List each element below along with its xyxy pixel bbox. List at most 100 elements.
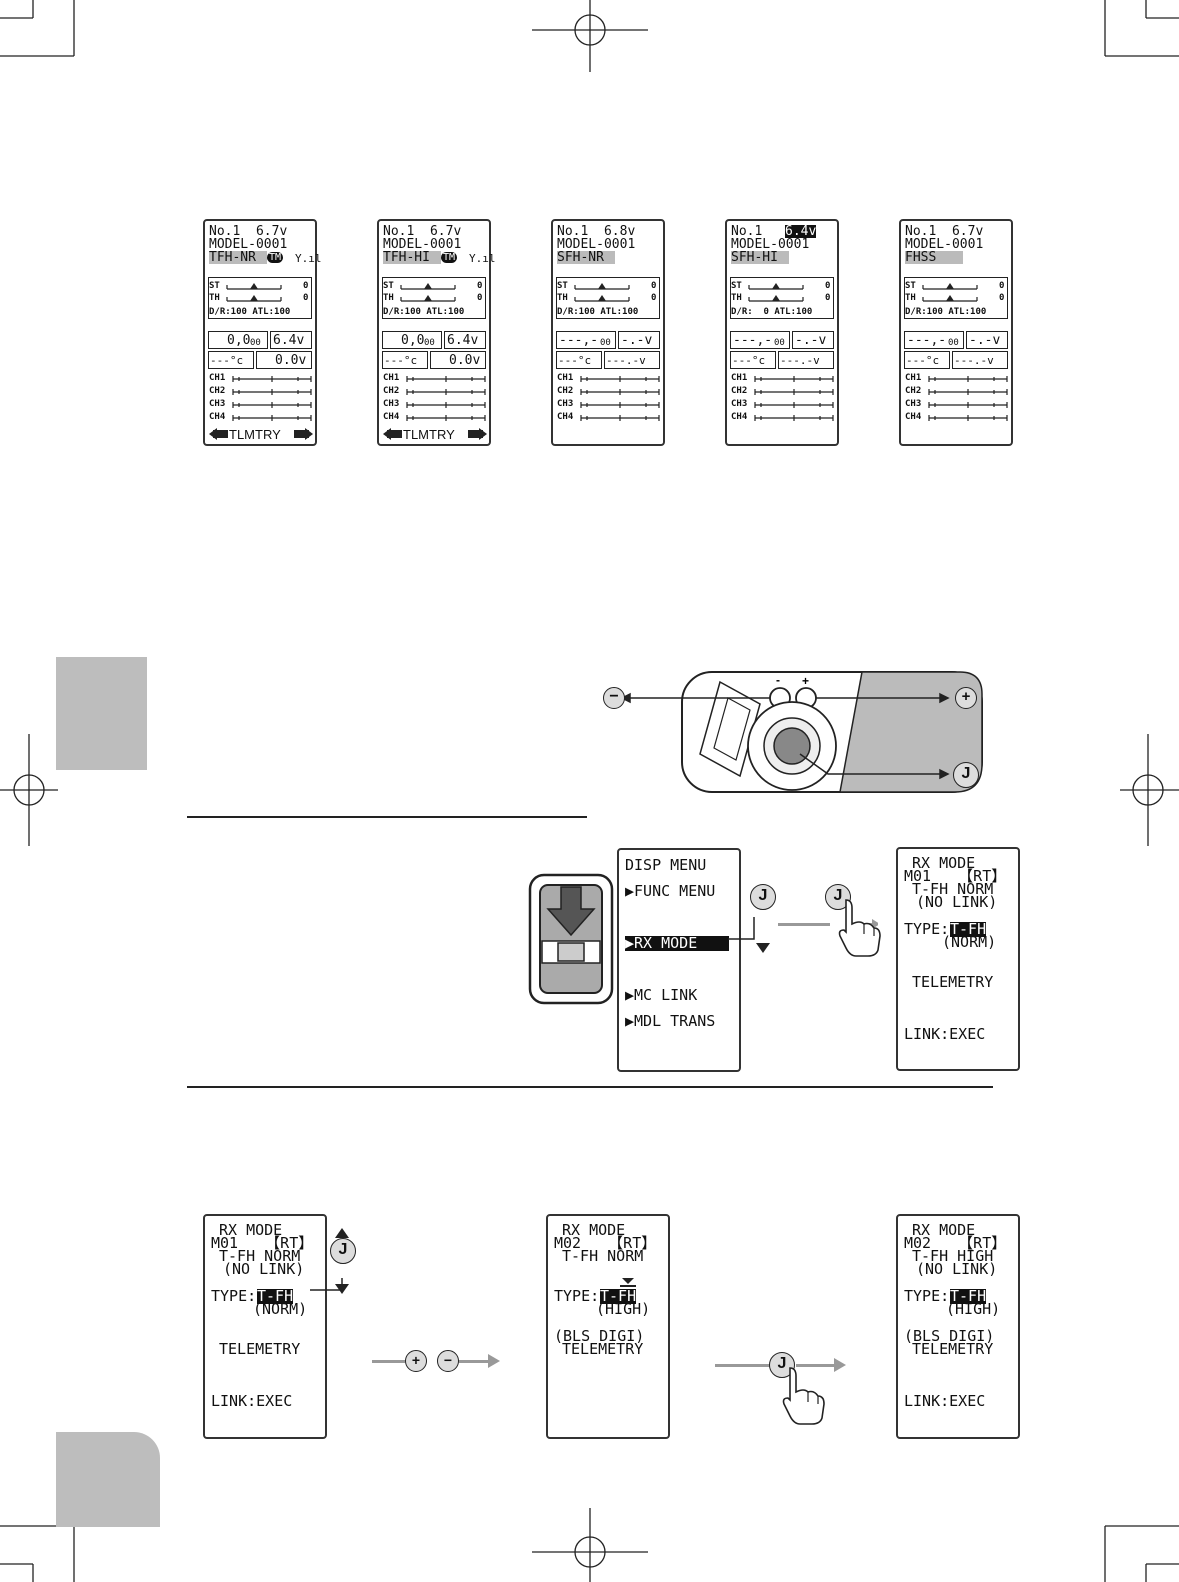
rx-title: RX MODE bbox=[219, 1221, 283, 1239]
menu-item-mc-link[interactable]: ▶MC LINK bbox=[625, 986, 698, 1004]
rx-voltage: 6.4v bbox=[447, 333, 479, 348]
arrow-line-plusminus bbox=[372, 1360, 405, 1363]
steering-label: ST bbox=[731, 281, 742, 291]
joystick-icon bbox=[773, 727, 811, 765]
rx-link-status: (NO LINK) bbox=[223, 1260, 305, 1278]
rx-type-sub: (HIGH) bbox=[946, 1300, 1001, 1318]
menu-item-mdl-trans[interactable]: ▶MDL TRANS bbox=[625, 1012, 716, 1030]
registration-mark-left bbox=[0, 734, 58, 846]
rx-link-status: (NO LINK) bbox=[916, 893, 998, 911]
channel-label: CH3 bbox=[383, 399, 400, 409]
model-number-voltage: No.1 6.8v bbox=[557, 224, 636, 239]
rx-mode-screen-1: RX MODE M01 【RT】 T-FH NORM (NO LINK) TYP… bbox=[896, 847, 1020, 1071]
arrow-left-icon[interactable] bbox=[383, 428, 403, 440]
rx-type-value[interactable]: T-FH bbox=[950, 920, 987, 938]
channel-label: CH1 bbox=[557, 373, 574, 383]
throttle-value: 0 bbox=[825, 293, 831, 303]
plus-icon: + bbox=[405, 1350, 427, 1372]
rx-type: TFH-HI bbox=[383, 251, 441, 264]
rx-link-status: (NO LINK) bbox=[916, 1260, 998, 1278]
dual-rate: D/R:100 ATL:100 bbox=[557, 307, 639, 317]
antenna-icon: Y.ıl bbox=[469, 252, 496, 265]
rpm-value: 0,0 bbox=[227, 333, 251, 348]
channel-label: CH1 bbox=[383, 373, 400, 383]
rx-title: RX MODE bbox=[562, 1221, 626, 1239]
rx-model: M02 【RT】 bbox=[904, 1234, 1007, 1252]
hand-press-icon bbox=[838, 899, 881, 957]
channel-label: CH2 bbox=[557, 386, 574, 396]
arrow-left-icon[interactable] bbox=[209, 428, 229, 440]
divider-2 bbox=[187, 1086, 993, 1088]
steering-label: ST bbox=[557, 281, 568, 291]
rx-type: TFH-NR bbox=[209, 251, 267, 264]
rx-type-label: TYPE: bbox=[211, 1287, 257, 1305]
throttle-label: TH bbox=[383, 293, 394, 303]
svg-text:-: - bbox=[776, 673, 780, 687]
rx-type-sub: (HIGH) bbox=[596, 1300, 651, 1318]
push-button-icon bbox=[528, 873, 614, 1005]
rx-link-exec[interactable]: LINK:EXEC bbox=[904, 1392, 986, 1410]
rx-type: SFH-NR bbox=[557, 251, 615, 264]
rx-voltage: 6.4v bbox=[273, 333, 305, 348]
rx-telemetry[interactable]: TELEMETRY bbox=[912, 973, 994, 991]
rx-mode-screen-b2: RX MODE M02 【RT】 T-FH NORM TYPE: T-FH (H… bbox=[546, 1214, 670, 1439]
rx-type: FHSS bbox=[905, 251, 963, 264]
divider-1 bbox=[187, 816, 587, 818]
rx-type-value[interactable]: T-FH bbox=[600, 1287, 637, 1305]
model-name: MODEL-0001 bbox=[731, 237, 810, 252]
hand-press-icon-b bbox=[782, 1367, 825, 1425]
arrow-right-icon[interactable] bbox=[293, 428, 313, 440]
rx-type-value[interactable]: T-FH bbox=[950, 1287, 987, 1305]
throttle-label: TH bbox=[209, 293, 220, 303]
rx-link-exec[interactable]: LINK:EXEC bbox=[211, 1392, 293, 1410]
rx-title: RX MODE bbox=[912, 854, 976, 872]
page-tab bbox=[56, 1432, 160, 1527]
steering-label: ST bbox=[383, 281, 394, 291]
rx-model: M01 【RT】 bbox=[904, 867, 1007, 885]
rx-telemetry[interactable]: TELEMETRY bbox=[912, 1340, 994, 1358]
menu-item-rx-mode[interactable]: ▶RX MODE bbox=[625, 936, 729, 951]
rx-type-value[interactable]: T-FH bbox=[257, 1287, 294, 1305]
temperature: ---°c bbox=[732, 354, 766, 367]
dual-rate: D/R:100 ATL:100 bbox=[383, 307, 465, 317]
channel-label: CH3 bbox=[557, 399, 574, 409]
rx-model: M02 【RT】 bbox=[554, 1234, 657, 1252]
trim-bars bbox=[922, 283, 978, 302]
steering-label: ST bbox=[209, 281, 220, 291]
ext-voltage: 0.0v bbox=[275, 353, 307, 368]
rx-mode-screen-b3: RX MODE M02 【RT】 T-FH HIGH (NO LINK) TYP… bbox=[896, 1214, 1020, 1439]
channel-label: CH4 bbox=[209, 412, 226, 422]
rx-type-sub: (NORM) bbox=[942, 933, 997, 951]
rx-telemetry[interactable]: TELEMETRY bbox=[219, 1340, 301, 1358]
rx-link-exec[interactable]: LINK:EXEC bbox=[904, 1025, 986, 1043]
throttle-value: 0 bbox=[651, 293, 657, 303]
rpm-value: ---,- bbox=[907, 333, 947, 348]
channel-bars bbox=[406, 376, 486, 421]
steering-value: 0 bbox=[303, 281, 309, 291]
antenna-icon: Y.ıl bbox=[295, 252, 322, 265]
temperature: ---°c bbox=[558, 354, 592, 367]
rx-current: T-FH NORM bbox=[219, 1247, 301, 1265]
ext-voltage: ---.-v bbox=[780, 354, 820, 367]
model-name: MODEL-0001 bbox=[905, 237, 984, 252]
rx-telemetry[interactable]: TELEMETRY bbox=[562, 1340, 644, 1358]
model-number-voltage: No.1 6.7v bbox=[383, 224, 462, 239]
arrow-right-icon[interactable] bbox=[467, 428, 487, 440]
menu-item-func[interactable]: ▶FUNC MENU bbox=[625, 882, 716, 900]
tm-badge: TM bbox=[267, 252, 284, 263]
channel-label: CH2 bbox=[383, 386, 400, 396]
channel-bars bbox=[232, 376, 312, 421]
rx-voltage: -.-v bbox=[795, 333, 827, 348]
model-name: MODEL-0001 bbox=[209, 237, 288, 252]
rpm-unit: 00 bbox=[600, 338, 611, 348]
rpm-value: 0,0 bbox=[401, 333, 425, 348]
model-name: MODEL-0001 bbox=[557, 237, 636, 252]
rx-model: M01 【RT】 bbox=[211, 1234, 314, 1252]
rpm-unit: 00 bbox=[424, 338, 435, 348]
j-icon-b1: J bbox=[330, 1238, 356, 1264]
telemetry-footer: TLMTRY bbox=[403, 427, 455, 442]
